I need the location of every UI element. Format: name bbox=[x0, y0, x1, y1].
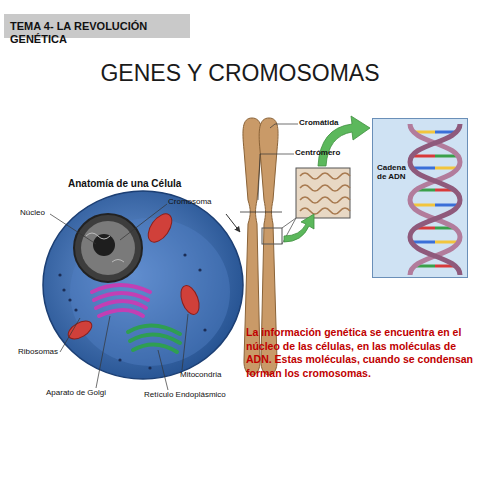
part-label: Cromosoma bbox=[168, 197, 238, 206]
ribosome-dots-part bbox=[203, 328, 206, 331]
ribosome-dots-part bbox=[68, 298, 71, 301]
topic-band: TEMA 4- LA REVOLUCIÓN GENÉTICA bbox=[4, 14, 190, 38]
endoplasmic-reticulum-part bbox=[130, 334, 180, 343]
golgi-apparatus-part bbox=[92, 285, 150, 292]
figure-heading: Anatomía de una Célula bbox=[68, 178, 228, 190]
ribosome-dots-part bbox=[58, 273, 61, 276]
chromatin-zoom-part bbox=[282, 218, 296, 228]
green-arrows-part bbox=[284, 214, 314, 242]
part-label: Núcleo bbox=[20, 208, 80, 217]
nucleus bbox=[74, 214, 142, 282]
nucleus-part bbox=[93, 234, 115, 256]
part-label: Mitocondria bbox=[180, 370, 250, 379]
cell-leader-lines-part bbox=[158, 350, 168, 390]
ribosome-dots-part bbox=[183, 253, 186, 256]
chromosome-illustration-part bbox=[262, 228, 282, 244]
cell-illustration-part bbox=[43, 191, 243, 379]
cell-leader-lines-part bbox=[96, 316, 110, 388]
dna-helix-part bbox=[410, 124, 460, 275]
endoplasmic-reticulum bbox=[128, 325, 180, 352]
green-arrows bbox=[284, 116, 370, 242]
nucleus-part bbox=[86, 233, 124, 262]
chromosome-leader-lines-part bbox=[270, 124, 298, 128]
nucleus-part bbox=[74, 214, 142, 282]
part-label: Aparato de Golgi bbox=[46, 388, 136, 397]
cell-leader-lines-part bbox=[120, 204, 167, 240]
chromatin-zoom-part-part bbox=[300, 208, 350, 214]
nucleus-part bbox=[81, 221, 135, 275]
cell-illustration bbox=[43, 191, 243, 390]
chromatin-zoom-part bbox=[296, 168, 350, 218]
chromatin-zoom-part-part bbox=[300, 185, 350, 191]
dna-box: Cadena de ADN bbox=[372, 118, 468, 278]
ribosome-dots-part bbox=[62, 288, 65, 291]
chromatin-zoom-part bbox=[300, 173, 350, 214]
ribosome-dots-part bbox=[118, 358, 121, 361]
chromatin-zoom-part-part bbox=[300, 173, 350, 179]
mitochondria-part bbox=[65, 317, 95, 342]
endoplasmic-reticulum-part bbox=[133, 344, 177, 352]
chromosome-leader-lines-part bbox=[258, 154, 294, 200]
mitochondria-part bbox=[177, 283, 202, 317]
part-label: Retículo Endoplásmico bbox=[144, 390, 254, 399]
part-label: Centrómero bbox=[295, 148, 355, 157]
ribosome-dots-part bbox=[74, 308, 77, 311]
ribosome-dots bbox=[58, 253, 206, 369]
golgi-apparatus-part bbox=[94, 293, 148, 300]
golgi-apparatus-part bbox=[96, 301, 146, 308]
part-label: Cromátida bbox=[299, 118, 359, 127]
golgi-apparatus bbox=[92, 285, 150, 316]
part-label: Ribosomas bbox=[18, 347, 78, 356]
dna-helix-part bbox=[410, 124, 460, 275]
chromosome-leader-lines bbox=[258, 124, 298, 200]
slide-title: GENES Y CROMOSOMAS bbox=[60, 60, 420, 86]
ribosome-dots-part bbox=[198, 268, 201, 271]
cell-leader-lines-part bbox=[182, 314, 188, 370]
cell-leader-lines-part bbox=[60, 318, 80, 352]
box-text: Cadena de ADN bbox=[377, 163, 413, 181]
ribosome-dots-part bbox=[148, 366, 151, 369]
pointer-arrow bbox=[226, 214, 240, 232]
explanatory-note: La información genética se encuentra en … bbox=[246, 326, 474, 381]
dna-box-fill bbox=[372, 118, 468, 278]
box-text: TEMA 4- LA REVOLUCIÓN GENÉTICA bbox=[10, 20, 188, 45]
cell-leader-lines bbox=[50, 204, 188, 390]
golgi-apparatus-part bbox=[99, 310, 143, 316]
chromatin-zoom bbox=[282, 168, 350, 244]
dna-helix bbox=[410, 124, 460, 275]
chromosome-illustration-part bbox=[240, 212, 282, 213]
cell-leader-lines-part bbox=[50, 214, 96, 244]
mitochondria-part bbox=[143, 210, 176, 247]
chromatin-zoom-part-part bbox=[300, 197, 350, 203]
